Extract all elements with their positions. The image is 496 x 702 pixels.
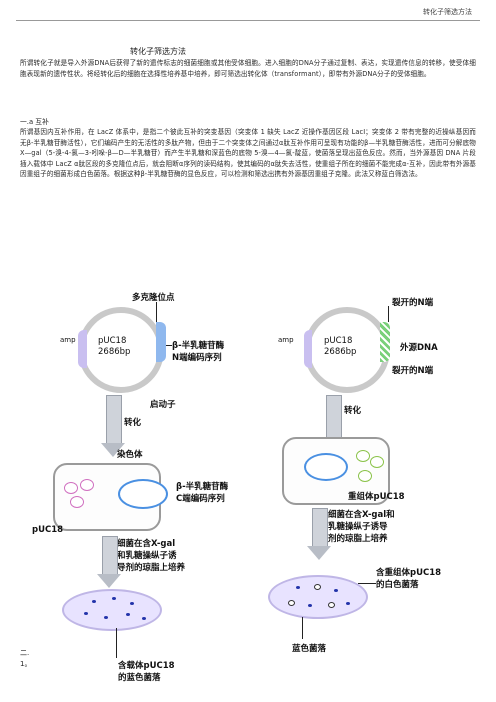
doc-title: 转化子筛选方法 (130, 47, 186, 56)
blue-colony (126, 613, 130, 616)
lacz-n-region (156, 322, 166, 362)
cut-n-label: 裂开的N端 (392, 298, 434, 308)
white-colony (328, 602, 335, 608)
plasmid-name: pUC18 (98, 336, 127, 346)
chromosome-label: 染色体 (117, 450, 143, 460)
promoter-label: 启动子 (150, 400, 176, 410)
blue-colony (92, 600, 96, 603)
culture-label-1: 细菌在含X-gal (117, 539, 176, 549)
plasmid-size: 2686bp (98, 347, 131, 357)
complementation-paragraph: 所谓基因内互补作用，在 LacZ 体系中，是指二个彼此互补的突变基因（突变体 1… (20, 128, 476, 178)
white-result-label-1: 含重组体pUC18 (376, 568, 442, 578)
result-label-1: 含载体pUC18 (118, 661, 175, 671)
result-pointer (116, 628, 117, 658)
right-figure: 裂开的N端 amp pUC18 2686bp 外源DNA 裂开的N端 转化 重组… (248, 0, 496, 702)
recombinant-copy-1 (356, 450, 370, 462)
lacz-n-label-2: N端编码序列 (172, 353, 222, 363)
white-colony (288, 600, 295, 606)
left-figure: 多克隆位点 amp pUC18 2686bp β-半乳糖苷酶 N端编码序列 启动… (32, 293, 229, 683)
amp-label-right: amp (278, 336, 294, 344)
blue-colony (104, 616, 108, 619)
blue-colony (308, 604, 312, 607)
blue-colony (296, 586, 300, 589)
transform-arrow-shaft (106, 395, 122, 445)
plasmid-name-right: pUC18 (324, 336, 353, 346)
plasmid-copy-1 (64, 482, 78, 494)
footer-item-2: 1。 (20, 660, 32, 668)
amp-label: amp (60, 336, 76, 344)
puc18-label: pUC18 (32, 525, 64, 535)
lacz-pointer (166, 345, 172, 346)
white-result-pointer (358, 583, 376, 584)
plasmid-copy-3 (70, 496, 84, 508)
mcs-label: 多克隆位点 (132, 293, 175, 303)
culture-arrow-head-right (307, 546, 331, 560)
section-heading: 一.a 互补 (20, 118, 49, 126)
transform-arrow-head (101, 443, 125, 457)
blue-colony-dish (62, 589, 162, 631)
chromosome-shape-right (304, 453, 348, 481)
header-divider (16, 20, 480, 21)
recombinant-copy-2 (370, 456, 384, 468)
white-colony-dish (268, 575, 368, 619)
lacz-c-label-2: C端编码序列 (176, 494, 225, 504)
recombinant-copy-3 (358, 470, 372, 482)
plasmid-size-right: 2686bp (324, 347, 357, 357)
culture-label-right-2: 乳糖操纵子诱导 (328, 522, 388, 532)
blue-colony (142, 617, 146, 620)
culture-label-right-3: 剂的琼脂上培养 (328, 534, 388, 544)
lacz-c-label: β-半乳糖苷酶 (176, 482, 229, 492)
chromosome-shape (118, 479, 168, 509)
blue-colony (334, 589, 338, 592)
amp-region-right (304, 330, 312, 368)
footer-item-1: 二. (20, 649, 30, 657)
blue-pointer (302, 617, 303, 639)
culture-label-3: 导剂的琼脂上培养 (117, 563, 186, 573)
mcs-pointer (156, 302, 157, 322)
intro-paragraph: 所谓转化子就是导入外源DNA后获得了新的遗传标志的细菌细胞或其他受体细胞。进入细… (20, 59, 476, 78)
cut-n-pointer (388, 306, 389, 322)
white-colony (314, 584, 321, 590)
plasmid-copy-2 (80, 479, 94, 491)
blue-colony (84, 612, 88, 615)
culture-arrow-shaft (102, 536, 118, 576)
amp-region (78, 330, 87, 368)
culture-arrow-head (97, 574, 121, 588)
transform-label-right: 转化 (344, 406, 362, 416)
white-result-label-2: 的白色菌落 (376, 580, 419, 590)
culture-label-right-1: 细菌在含X-gal和 (328, 510, 395, 520)
blue-colony-label: 蓝色菌落 (292, 644, 327, 654)
blue-colony (130, 602, 134, 605)
page-header: 转化子筛选方法 (423, 8, 472, 16)
foreign-dna-label: 外源DNA (400, 343, 438, 353)
result-label-2: 的蓝色菌落 (118, 673, 161, 683)
recombinant-label: 重组体pUC18 (348, 492, 405, 502)
transform-arrow-shaft-right (326, 395, 342, 441)
cut-n-label-2: 裂开的N端 (392, 366, 434, 376)
blue-colony (112, 597, 116, 600)
transform-label: 转化 (124, 418, 142, 428)
blue-colony (346, 602, 350, 605)
culture-label-2: 和乳糖操纵子诱 (117, 551, 177, 561)
culture-arrow-shaft-right (312, 508, 328, 548)
puc18-plasmid (78, 307, 164, 393)
foreign-dna-region (380, 322, 390, 362)
lacz-n-label: β-半乳糖苷酶 (172, 341, 225, 351)
